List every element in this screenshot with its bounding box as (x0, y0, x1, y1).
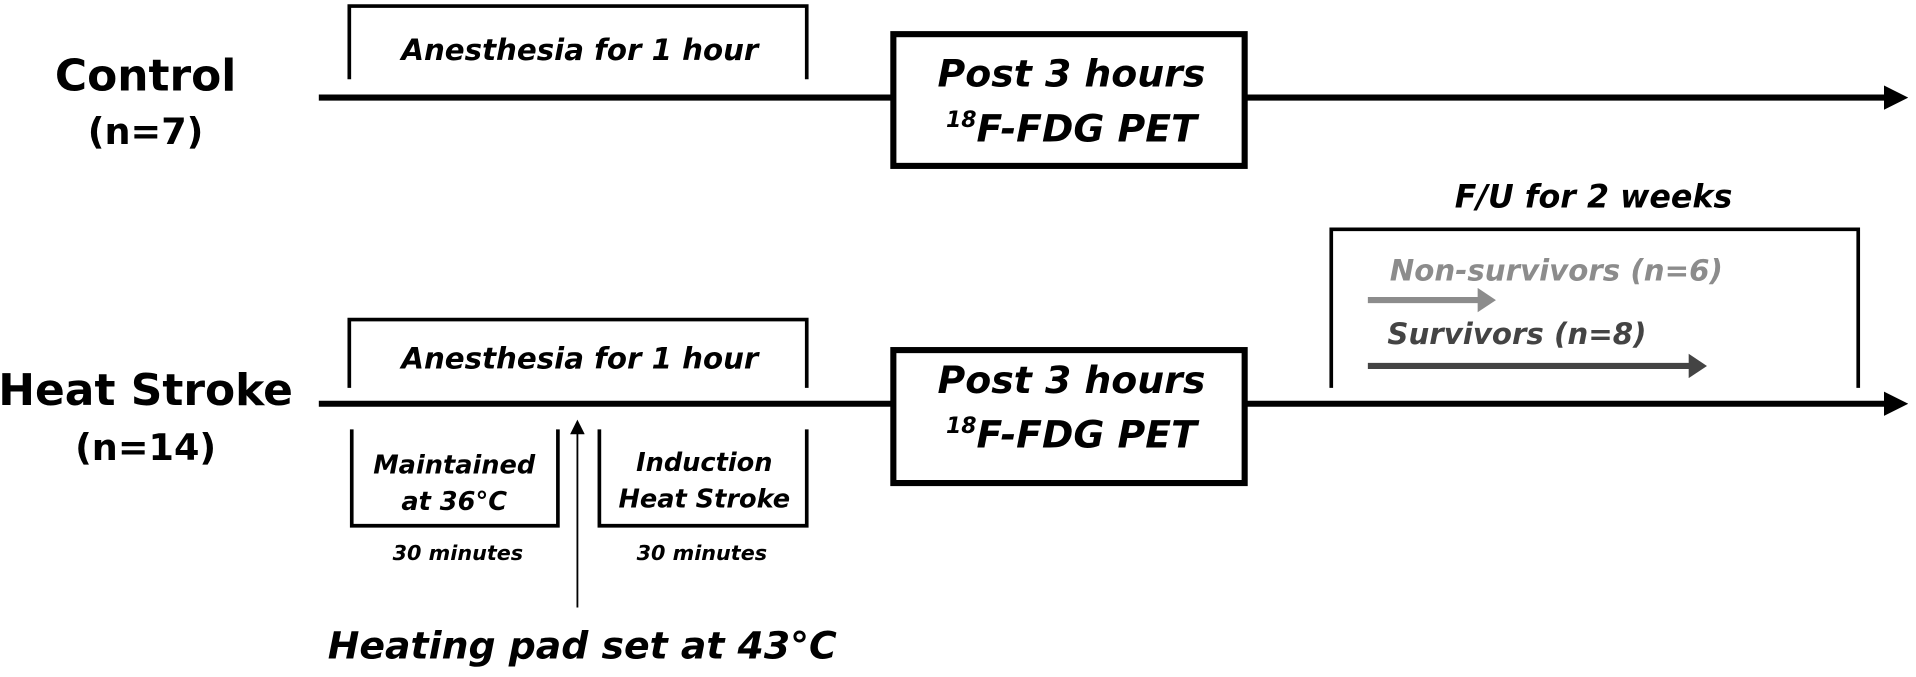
control-pet-line2: 18F-FDG PET (946, 106, 1200, 150)
control-row: Control (n=7) Anesthesia for 1 hour Post… (55, 4, 1909, 169)
followup-title: F/U for 2 weeks (1455, 179, 1733, 215)
heat-stroke-label: Heat Stroke (0, 365, 293, 416)
control-anesthesia-bracket (347, 4, 809, 80)
control-label: Control (55, 50, 237, 101)
control-n: (n=7) (88, 110, 204, 153)
maintained-phase-bracket (349, 429, 560, 528)
control-pet-tracer: F-FDG PET (977, 106, 1201, 150)
heat-stroke-pet-line2: 18F-FDG PET (946, 413, 1200, 457)
heat-stroke-pet-line1: Post 3 hours (938, 358, 1206, 402)
control-anesthesia-label: Anesthesia for 1 hour (399, 33, 760, 67)
heat-stroke-row: Heat Stroke (n=14) Anesthesia for 1 hour… (0, 179, 1909, 668)
maintained-phase-line1: Maintained (373, 450, 536, 480)
induction-phase-line1: Induction (636, 448, 772, 478)
induction-phase-line2: Heat Stroke (618, 484, 790, 514)
followup-bracket (1329, 227, 1861, 388)
heat-stroke-n: (n=14) (75, 426, 216, 469)
control-pet-line1: Post 3 hours (938, 52, 1206, 96)
heat-stroke-pet-sup: 18 (946, 414, 977, 439)
maintained-phase-line2: at 36°C (401, 487, 507, 517)
heat-stroke-anesthesia-bracket (347, 317, 809, 388)
non-survivors-label: Non-survivors (n=6) (1390, 254, 1723, 288)
control-pet-box (890, 31, 1248, 169)
induction-phase-duration: 30 minutes (637, 541, 768, 565)
heating-pad-label: Heating pad set at 43°C (328, 624, 837, 668)
heat-stroke-pet-tracer: F-FDG PET (977, 413, 1201, 457)
control-pet-sup: 18 (946, 108, 977, 133)
heat-stroke-anesthesia-label: Anesthesia for 1 hour (399, 341, 760, 375)
induction-phase-bracket (597, 429, 809, 528)
survivors-label: Survivors (n=8) (1387, 317, 1646, 351)
heat-stroke-pet-box (890, 347, 1248, 487)
maintained-phase-duration: 30 minutes (393, 541, 524, 565)
